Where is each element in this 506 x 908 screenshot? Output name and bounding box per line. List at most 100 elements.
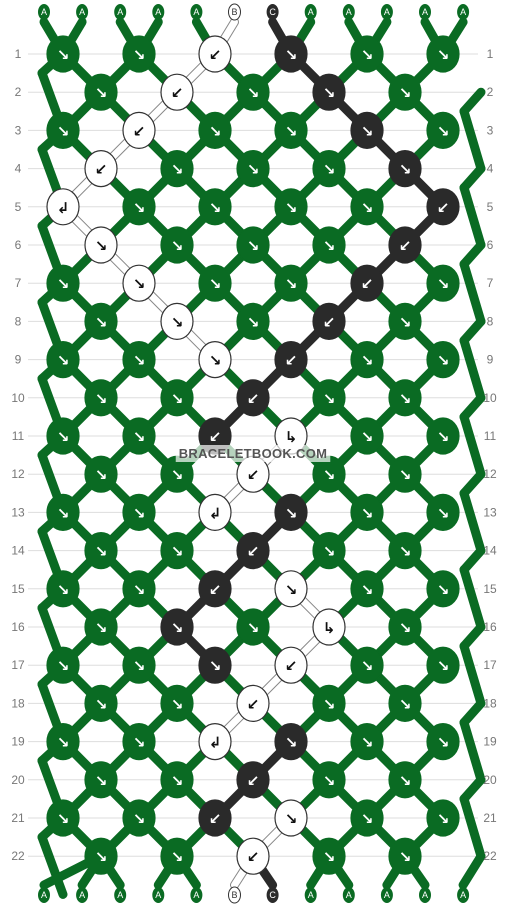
knot-arrow: ↘ — [209, 352, 222, 370]
knot: ↘ — [46, 264, 80, 302]
knot-oval — [198, 570, 232, 608]
knot-oval — [426, 111, 460, 149]
knot: ↘ — [312, 73, 346, 111]
strand-bottom-tip — [152, 887, 165, 903]
knot-arrow: ↙ — [209, 810, 222, 828]
knot: ↘ — [236, 73, 270, 111]
knot-oval — [84, 73, 118, 111]
knot-arrow: ↙ — [247, 543, 260, 561]
knot-arrow: ↘ — [437, 46, 450, 64]
knot-oval — [274, 111, 308, 149]
row-label-right: 4 — [487, 162, 494, 176]
strand-bottom-label: A — [422, 890, 428, 900]
strand-top-tip — [457, 4, 470, 20]
knot: ↘ — [122, 341, 156, 379]
knot-arrow: ↘ — [285, 46, 298, 64]
knot-arrow: ↳ — [285, 428, 298, 446]
row-label-right: 14 — [483, 544, 497, 558]
knot-oval — [84, 150, 118, 188]
knot-oval — [274, 264, 308, 302]
knot: ↘ — [46, 799, 80, 837]
knot-arrow: ↘ — [437, 581, 450, 599]
knot-arrow: ↘ — [285, 810, 298, 828]
row-label-left: 21 — [11, 811, 25, 825]
knot-arrow: ↘ — [399, 848, 412, 866]
row-label-left: 19 — [11, 735, 25, 749]
knot: ↘ — [46, 722, 80, 761]
knot-arrow: ↘ — [361, 810, 374, 828]
knot-arrow: ↙ — [133, 122, 146, 140]
knot-oval — [160, 150, 194, 188]
knot-oval — [312, 684, 346, 723]
knot-oval — [350, 493, 384, 532]
knot-oval — [122, 35, 156, 73]
knot: ↘ — [312, 150, 346, 188]
knot: ↘ — [350, 35, 384, 73]
strand-top-tip — [152, 4, 165, 20]
knot-oval — [46, 264, 80, 302]
knot: ↘ — [350, 417, 384, 455]
knot-arrow: ↘ — [133, 199, 146, 217]
knot-arrow: ↘ — [399, 695, 412, 713]
knot-oval — [46, 570, 80, 608]
knot-arrow: ↘ — [171, 161, 184, 179]
row-label-right: 19 — [483, 735, 497, 749]
knot: ↘ — [388, 684, 422, 723]
knot: ↙ — [312, 302, 346, 340]
knot-oval — [426, 799, 460, 837]
knot-oval — [122, 493, 156, 532]
strand-top-label: A — [384, 7, 390, 17]
strand-bottom-tip — [114, 887, 127, 903]
strand-top-tip — [304, 4, 317, 20]
knot-arrow: ↘ — [323, 466, 336, 484]
knot-arrow: ↘ — [361, 122, 374, 140]
knot-arrow: ↲ — [57, 199, 70, 217]
knot: ↘ — [122, 570, 156, 608]
knot-arrow: ↘ — [57, 428, 70, 446]
knot: ↘ — [426, 799, 460, 837]
watermark-backdrop — [175, 445, 331, 462]
knot: ↘ — [350, 341, 384, 379]
knot: ↘ — [236, 150, 270, 188]
knot-oval — [388, 150, 422, 188]
knot-arrow: ↘ — [399, 619, 412, 637]
knot-arrow: ↘ — [95, 390, 108, 408]
knot: ↙ — [122, 111, 156, 149]
knot-oval — [274, 646, 308, 684]
knot-arrow: ↘ — [57, 352, 70, 370]
knot-oval — [160, 608, 194, 646]
row-label-right: 16 — [483, 620, 497, 634]
row-label-right: 17 — [483, 658, 497, 672]
row-label-right: 13 — [483, 505, 497, 519]
knot-arrow: ↘ — [133, 275, 146, 293]
knot: ↘ — [350, 493, 384, 532]
knot-arrow: ↘ — [95, 313, 108, 331]
strand-bottom-label: A — [41, 890, 47, 900]
knot-oval — [84, 226, 118, 264]
thread — [459, 259, 486, 326]
knot-oval — [388, 531, 422, 570]
strand-bottom-label: A — [79, 890, 85, 900]
knot: ↘ — [426, 493, 460, 532]
knot-arrow: ↘ — [171, 695, 184, 713]
knot-oval — [122, 188, 156, 226]
knot-oval — [198, 264, 232, 302]
strand-top-tip — [380, 4, 393, 20]
knot-oval — [388, 608, 422, 646]
row-label-left: 17 — [11, 658, 25, 672]
knot: ↘ — [84, 531, 118, 570]
knot-oval — [350, 722, 384, 761]
knot-oval — [350, 570, 384, 608]
strand-top-label: A — [193, 7, 199, 17]
row-label-right: 7 — [487, 276, 494, 290]
row-label-right: 10 — [483, 391, 497, 405]
knot-arrow: ↘ — [133, 504, 146, 522]
knot-oval — [426, 264, 460, 302]
knot-oval — [84, 684, 118, 723]
knot-oval — [388, 379, 422, 417]
strand-bottom-tip — [342, 887, 355, 903]
row-label-left: 7 — [15, 276, 22, 290]
knot: ↲ — [198, 722, 232, 761]
